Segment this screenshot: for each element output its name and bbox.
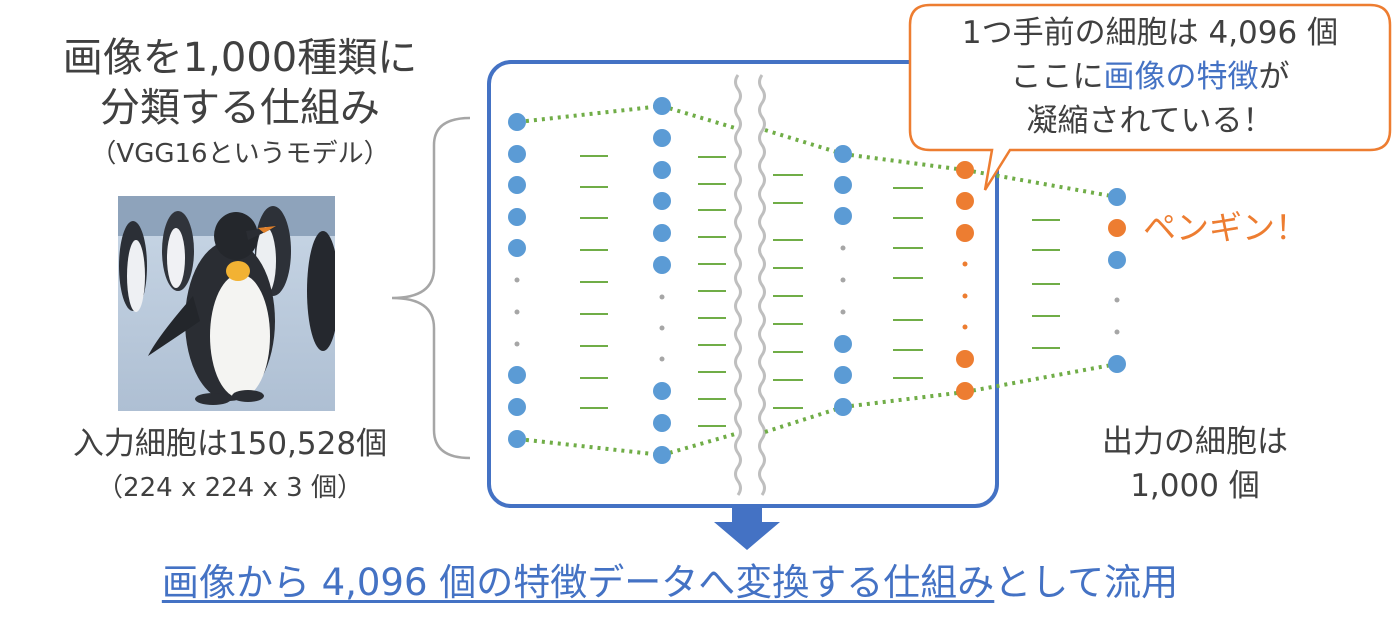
node — [834, 207, 852, 225]
node — [653, 97, 671, 115]
input-brace — [391, 116, 471, 460]
penguin-photo — [118, 196, 335, 411]
output-label-line-2: 1,000 個 — [1130, 468, 1260, 504]
model-note: （VGG16というモデル） — [90, 139, 390, 169]
ellipsis-dots — [514, 277, 520, 347]
title-line-2: 分類する仕組み — [100, 85, 380, 131]
node — [508, 430, 526, 448]
callout-highlight: 画像の特徴 — [1103, 59, 1259, 95]
node — [508, 366, 526, 384]
node — [1108, 188, 1126, 206]
node — [834, 366, 852, 384]
input-layer-nodes — [508, 113, 526, 448]
node — [834, 145, 852, 163]
node — [508, 398, 526, 416]
node — [508, 208, 526, 226]
node — [653, 161, 671, 179]
callout-line-1: 1つ手前の細胞は 4,096 個 — [961, 15, 1339, 51]
node — [834, 398, 852, 416]
node — [956, 350, 974, 368]
hidden-layer-2-nodes — [834, 145, 852, 416]
bottom-underlined: 画像から 4,096 個の特徴データへ変換する仕組み — [161, 561, 995, 604]
hidden-layer-1-nodes — [653, 97, 671, 464]
node — [956, 161, 974, 179]
output-label-line-1: 出力の細胞は — [1102, 424, 1288, 460]
node — [834, 176, 852, 194]
bottom-summary: 画像から 4,096 個の特徴データへ変換する仕組みとして流用 — [0, 558, 1340, 608]
dotted-connectors — [517, 104, 1118, 457]
connection-dashes — [580, 155, 1060, 427]
title-line-1: 画像を1,000種類に — [62, 35, 418, 81]
callout-bubble — [908, 3, 1392, 191]
feature-layer-nodes — [956, 161, 974, 400]
wavy-cut-left — [734, 74, 742, 496]
node — [508, 145, 526, 163]
node — [653, 414, 671, 432]
node — [508, 176, 526, 194]
callout-line-2: ここに画像の特徴が — [1010, 59, 1290, 95]
callout-line-3: 凝縮されている！ — [1026, 103, 1274, 139]
node — [1108, 251, 1126, 269]
node — [508, 113, 526, 131]
node — [1108, 219, 1126, 237]
node — [653, 129, 671, 147]
node — [956, 192, 974, 210]
node — [653, 382, 671, 400]
node — [956, 382, 974, 400]
input-dims-label: （224 x 224 x 3 個） — [97, 473, 363, 503]
node — [508, 239, 526, 257]
output-layer-nodes — [1108, 188, 1126, 373]
node — [1108, 355, 1126, 373]
bottom-rest: として流用 — [994, 561, 1179, 604]
network-frame — [487, 60, 999, 508]
input-cell-label: 入力細胞は150,528個 — [72, 426, 388, 462]
node — [653, 256, 671, 274]
node — [834, 335, 852, 353]
node — [653, 192, 671, 210]
node — [956, 224, 974, 242]
wavy-cut-right — [758, 74, 766, 496]
down-arrow — [714, 508, 780, 550]
node — [653, 224, 671, 242]
node — [653, 446, 671, 464]
prediction-label: ペンギン！ — [1143, 208, 1308, 247]
